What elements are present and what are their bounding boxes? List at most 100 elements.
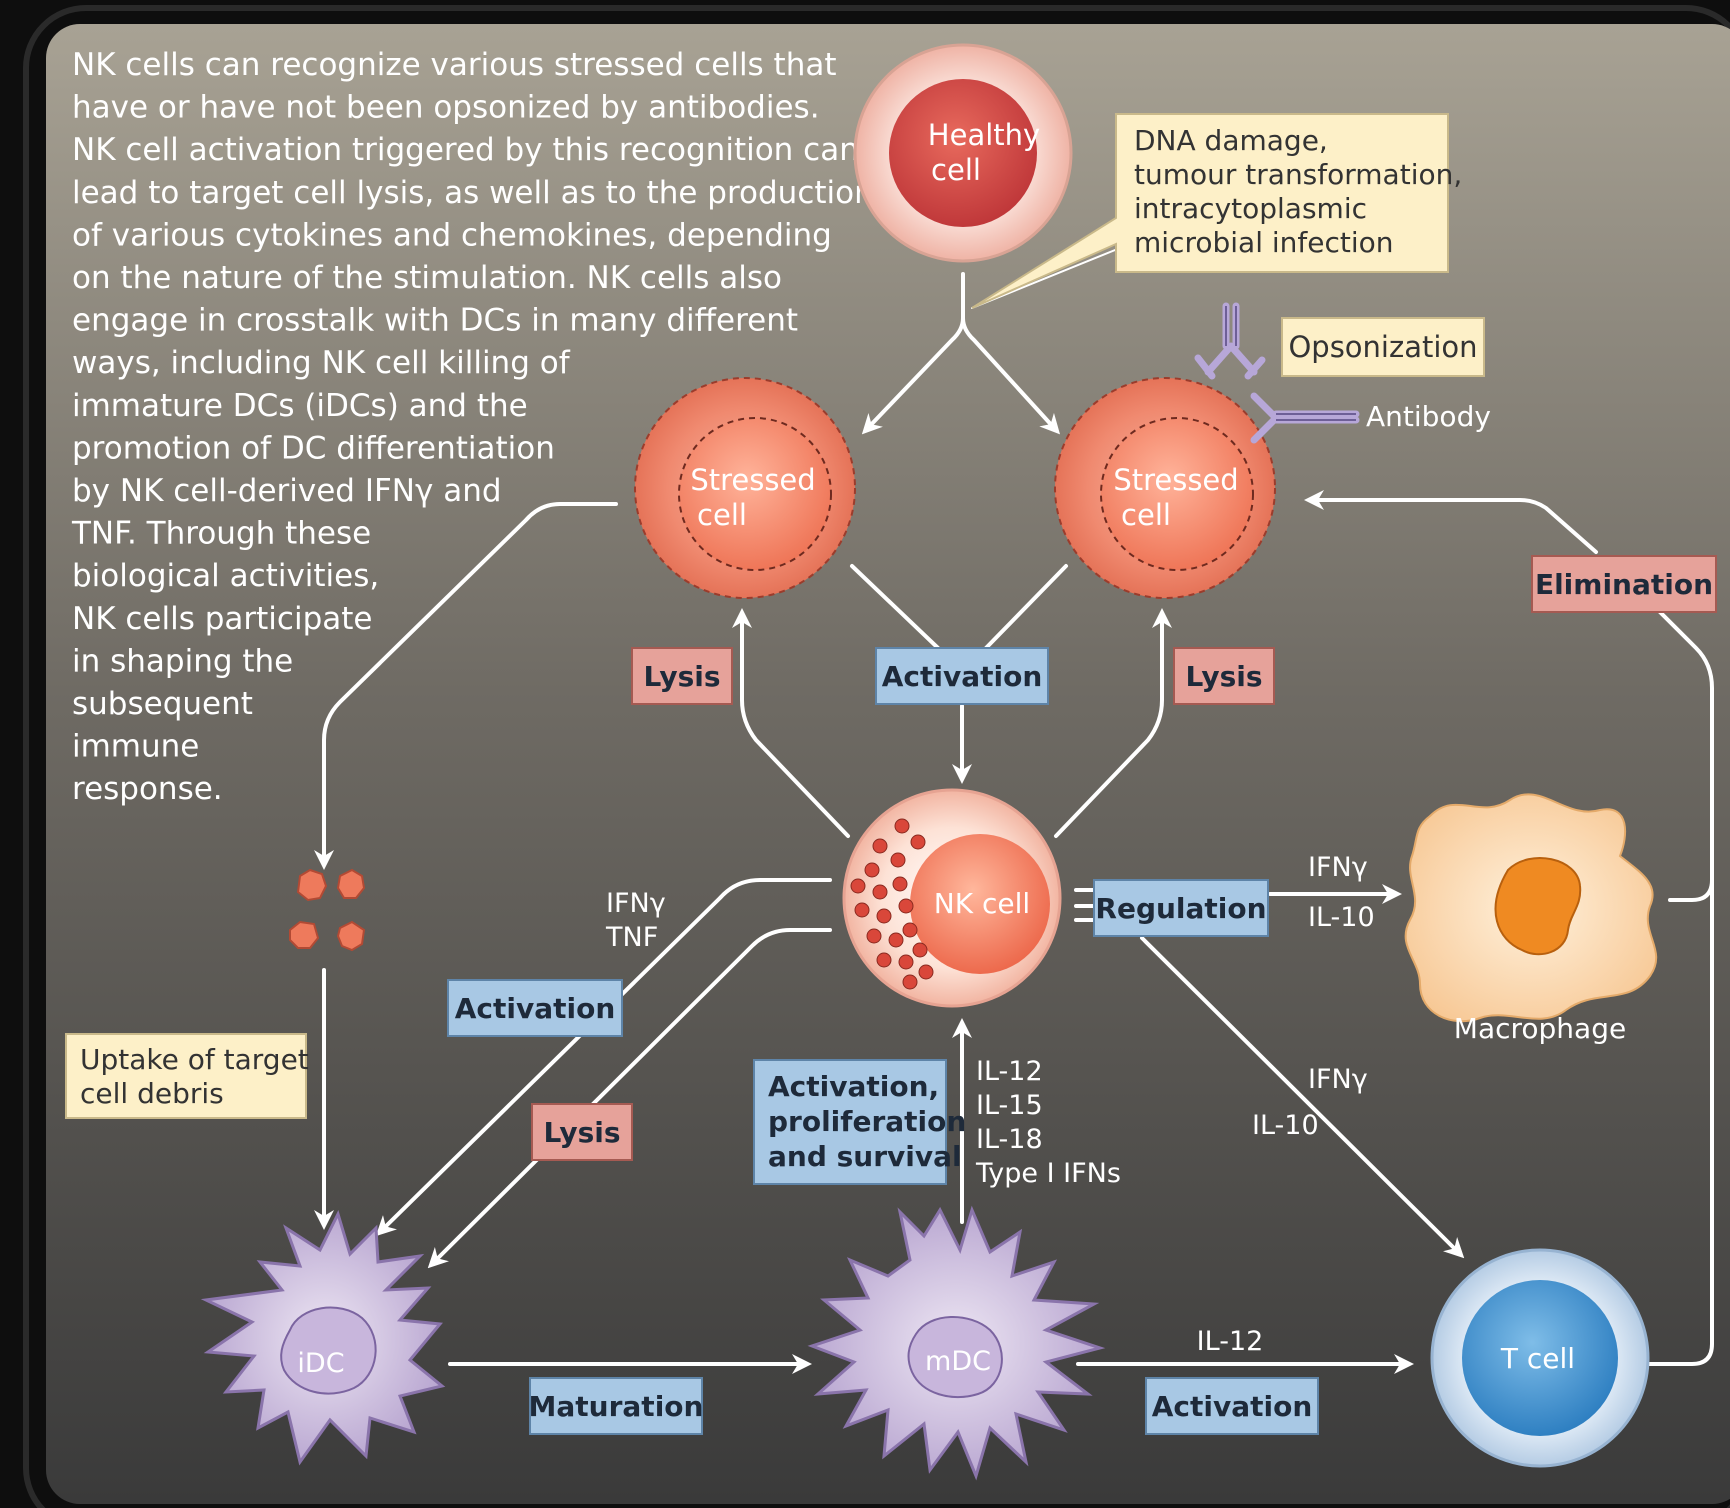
- stressed-right-label-1: Stressed: [1113, 463, 1238, 497]
- svg-text:Activation: Activation: [455, 992, 616, 1025]
- intro-line: NK cells participate: [72, 601, 372, 637]
- dna-damage-line-2: tumour transformation,: [1134, 158, 1462, 191]
- box-activation-proliferation: Activation, proliferation and survival: [753, 1059, 966, 1185]
- svg-text:IL-10: IL-10: [1252, 1110, 1319, 1141]
- idc-label: iDC: [297, 1348, 344, 1379]
- svg-text:Elimination: Elimination: [1535, 568, 1713, 601]
- intro-line: ways, including NK cell killing of: [72, 345, 571, 381]
- cytokines-nk-to-tcell: IFNγ IL-10: [1252, 1064, 1368, 1141]
- svg-text:Lysis: Lysis: [543, 1116, 620, 1149]
- intro-line: on the nature of the stimulation. NK cel…: [72, 260, 782, 296]
- arrow-nk-lysis-idc: [427, 928, 832, 1269]
- cytokines-nk-to-idc: IFNγ TNF: [605, 888, 666, 953]
- svg-text:IFNγ: IFNγ: [1308, 852, 1368, 883]
- intro-line: TNF. Through these: [71, 516, 371, 552]
- box-activation-left: Activation: [447, 979, 623, 1037]
- arrow-nk-lysis-right: [1054, 608, 1172, 838]
- box-lysis-mid: Lysis: [531, 1103, 633, 1161]
- intro-line: in shaping the: [72, 643, 293, 679]
- intro-line: immature DCs (iDCs) and the: [72, 388, 528, 424]
- nk-cell-label: NK cell: [934, 887, 1030, 920]
- svg-text:Activation,: Activation,: [768, 1070, 939, 1103]
- connectors: [314, 247, 1714, 1374]
- arrow-nk-to-tcell: [1140, 936, 1465, 1259]
- svg-text:Type I IFNs: Type I IFNs: [975, 1158, 1121, 1189]
- stressed-cell-right: Stressed cell: [1054, 377, 1276, 599]
- healthy-cell: Healthy cell: [853, 43, 1073, 263]
- intro-paragraph: NK cells can recognize various stressed …: [71, 47, 874, 807]
- box-lysis-left: Lysis: [631, 647, 733, 705]
- box-activation-bottom: Activation: [1145, 1377, 1319, 1435]
- box-activation-top: Activation: [875, 647, 1049, 705]
- mdc-label: mDC: [925, 1346, 991, 1377]
- svg-text:IFNγ: IFNγ: [1308, 1064, 1368, 1095]
- cytokines-nk-to-macrophage: IFNγ IL-10: [1308, 852, 1375, 933]
- uptake-line-1: Uptake of target: [80, 1043, 309, 1076]
- nk-granules: [850, 818, 934, 990]
- svg-text:IL-12: IL-12: [976, 1056, 1043, 1087]
- svg-text:Lysis: Lysis: [1185, 660, 1262, 693]
- nk-cell: NK cell: [842, 788, 1062, 1008]
- line-tcell-to-right-bus: [1616, 602, 1714, 1366]
- svg-text:IL-18: IL-18: [976, 1124, 1043, 1155]
- svg-text:Activation: Activation: [1152, 1390, 1313, 1423]
- box-regulation: Regulation: [1093, 879, 1269, 937]
- intro-line: biological activities,: [72, 558, 379, 594]
- idc-cell: iDC: [200, 1209, 446, 1466]
- arrow-stressed-to-debris: [314, 502, 618, 870]
- svg-text:Maturation: Maturation: [529, 1390, 704, 1423]
- svg-text:Regulation: Regulation: [1095, 892, 1266, 925]
- t-cell-label: T cell: [1500, 1342, 1575, 1375]
- svg-text:and survival: and survival: [768, 1140, 962, 1173]
- svg-text:IL-15: IL-15: [976, 1090, 1043, 1121]
- svg-text:Activation: Activation: [882, 660, 1043, 693]
- opsonization-callout: Opsonization: [1281, 317, 1485, 377]
- stressed-cell-left: Stressed cell: [634, 377, 856, 599]
- uptake-line-2: cell debris: [80, 1077, 224, 1110]
- uptake-callout: Uptake of target cell debris: [65, 1033, 309, 1119]
- arrow-nk-lysis-left: [732, 608, 850, 838]
- arrow-healthy-to-stressed-right: [961, 316, 1061, 435]
- intro-line: engage in crosstalk with DCs in many dif…: [72, 303, 798, 339]
- cell-debris: [289, 868, 366, 952]
- dna-damage-callout: DNA damage, tumour transformation, intra…: [971, 113, 1462, 309]
- intro-line: response.: [72, 771, 223, 807]
- intro-line: immune: [72, 729, 199, 765]
- macrophage-label: Macrophage: [1454, 1012, 1626, 1045]
- intro-line: lead to target cell lysis, as well as to…: [72, 175, 874, 211]
- healthy-cell-label-2: cell: [931, 153, 981, 187]
- arrow-nk-activation-idc: [375, 878, 832, 1237]
- intro-line: NK cells can recognize various stressed …: [72, 47, 837, 83]
- line-stressed-left-to-activation: [850, 564, 940, 650]
- intro-line: have or have not been opsonized by antib…: [72, 90, 820, 126]
- antibody-label: Antibody: [1366, 400, 1491, 433]
- mdc-cell: mDC: [807, 1205, 1106, 1481]
- cytokine-mdc-to-tcell: IL-12: [1197, 1326, 1264, 1357]
- healthy-cell-label-1: Healthy: [928, 118, 1040, 152]
- dna-damage-line-4: microbial infection: [1134, 226, 1394, 259]
- svg-text:TNF: TNF: [605, 922, 658, 953]
- line-stressed-right-to-activation: [984, 564, 1068, 650]
- svg-text:IL-10: IL-10: [1308, 902, 1375, 933]
- antibody-icon-outline: [1225, 306, 1356, 421]
- t-cell: T cell: [1430, 1248, 1650, 1468]
- intro-line: promotion of DC differentiation: [72, 430, 555, 466]
- intro-line: by NK cell-derived IFNγ and: [72, 473, 502, 509]
- intro-line: of various cytokines and chemokines, dep…: [72, 217, 832, 253]
- svg-text:IFNγ: IFNγ: [606, 888, 666, 919]
- dna-damage-line-1: DNA damage,: [1134, 124, 1328, 157]
- svg-text:proliferation: proliferation: [768, 1105, 966, 1138]
- stressed-right-label-2: cell: [1121, 498, 1171, 532]
- box-lysis-right: Lysis: [1173, 647, 1275, 705]
- dna-damage-line-3: intracytoplasmic: [1134, 192, 1367, 225]
- stressed-left-label-2: cell: [697, 498, 747, 532]
- stressed-left-label-1: Stressed: [690, 463, 815, 497]
- cytokines-mdc-to-nk: IL-12 IL-15 IL-18 Type I IFNs: [975, 1056, 1121, 1189]
- box-elimination: Elimination: [1531, 555, 1717, 613]
- background-panel: [23, 5, 1730, 1508]
- intro-line: NK cell activation triggered by this rec…: [72, 132, 859, 168]
- macrophage: Macrophage: [1404, 793, 1658, 1045]
- svg-text:Lysis: Lysis: [643, 660, 720, 693]
